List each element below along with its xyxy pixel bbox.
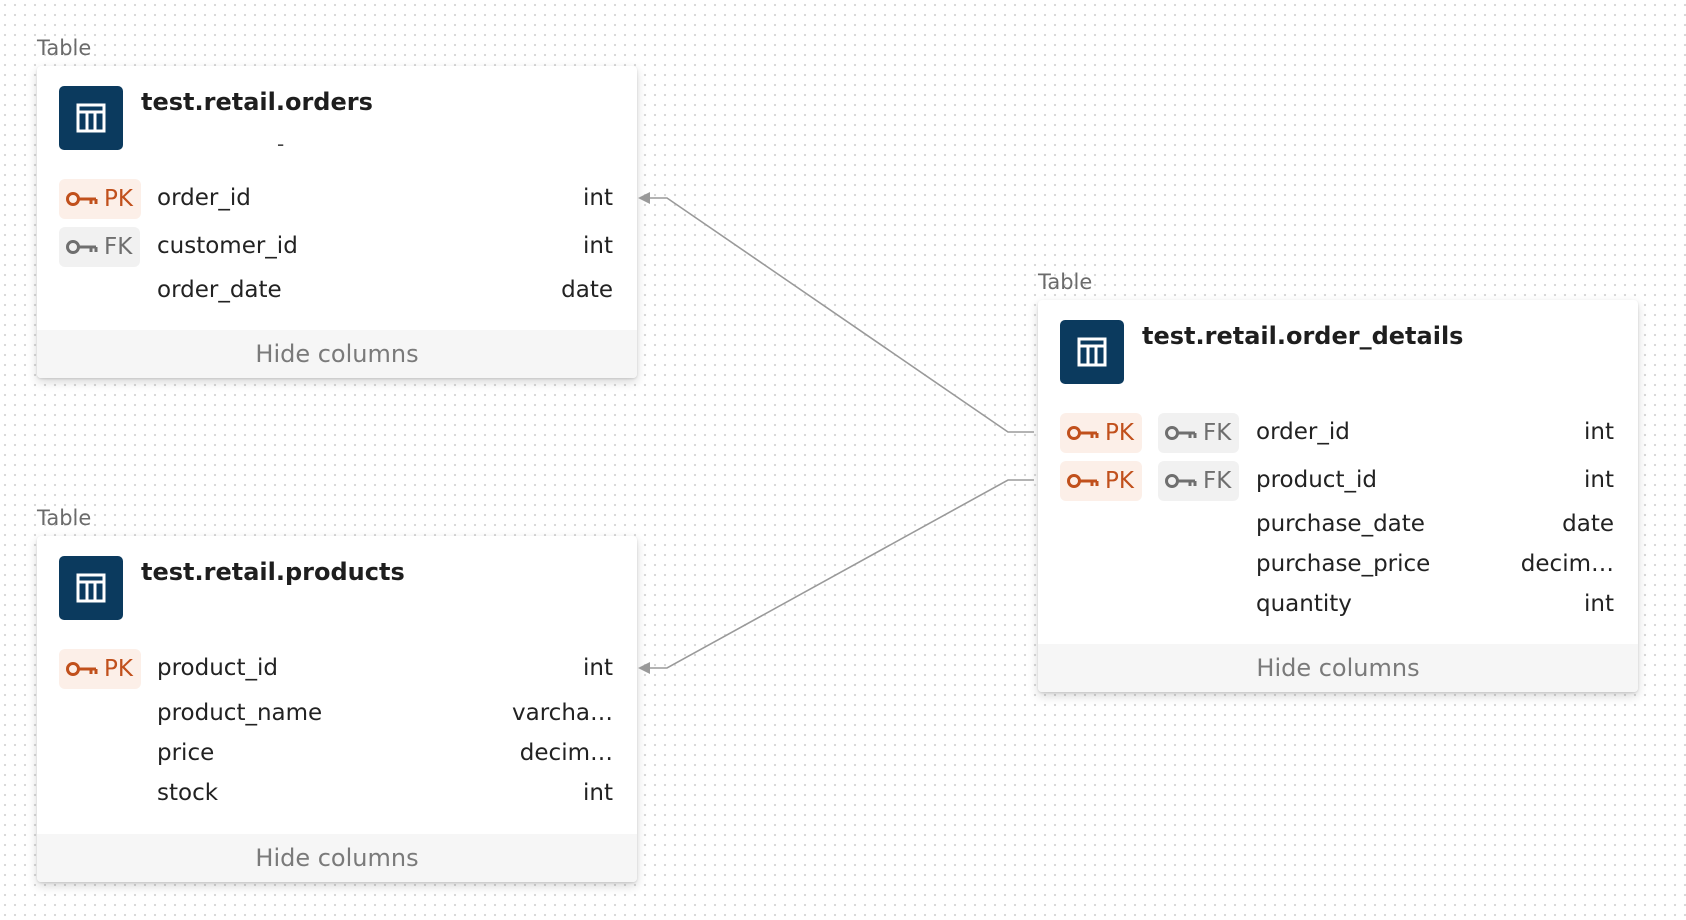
table-name[interactable]: test.retail.orders [141,88,373,116]
column-row[interactable]: quantity int [1038,582,1638,626]
column-type: int [1584,419,1614,445]
key-icon [1165,426,1197,440]
column-row[interactable]: FK customer_id int [37,224,637,268]
column-type: date [1562,511,1614,537]
column-name: order_date [157,277,282,303]
relationship-edge[interactable] [647,479,1034,669]
foreign-key-badge: FK [1158,413,1240,453]
column-row[interactable]: PK FK product_id int [1038,458,1638,502]
primary-key-badge: PK [1060,413,1142,453]
fk-label: FK [104,234,133,260]
column-name: product_id [1256,467,1377,493]
column-name: customer_id [157,233,298,259]
node-kind-label: Table [37,506,92,530]
primary-key-badge: PK [1060,461,1142,501]
table-name[interactable]: test.retail.order_details [1142,322,1464,350]
table-card-header: test.retail.orders - [37,66,637,176]
key-icon [66,192,98,206]
column-name: product_id [157,655,278,681]
primary-key-badge: PK [59,649,141,689]
column-type: int [1584,591,1614,617]
column-name: quantity [1256,591,1352,617]
pk-label: PK [104,656,133,682]
relationship-edge[interactable] [647,197,1034,433]
primary-key-badge: PK [59,179,141,219]
pk-label: PK [104,186,133,212]
column-type: decim… [1520,551,1614,577]
column-name: purchase_date [1256,511,1425,537]
table-description: - [277,132,285,156]
column-type: int [1584,467,1614,493]
column-type: int [583,233,613,259]
node-kind-label: Table [37,36,92,60]
key-icon [66,240,98,254]
column-row[interactable]: order_date date [37,268,637,312]
pk-label: PK [1105,468,1134,494]
foreign-key-badge: FK [1158,461,1240,501]
column-row[interactable]: PK product_id int [37,646,637,690]
column-row[interactable]: stock int [37,771,637,815]
column-name: order_id [157,185,251,211]
column-name: order_id [1256,419,1350,445]
table-grid-icon [59,86,123,150]
table-grid-icon [1060,320,1124,384]
column-name: price [157,740,215,766]
hide-columns-button[interactable]: Hide columns [37,330,637,378]
column-type: date [561,277,613,303]
edge-arrowhead [638,662,650,674]
column-row[interactable]: PK order_id int [37,176,637,220]
column-row[interactable]: purchase_date date [1038,502,1638,546]
column-name: purchase_price [1256,551,1431,577]
foreign-key-badge: FK [59,227,141,267]
key-icon [1165,474,1197,488]
column-type: int [583,655,613,681]
table-grid-icon [59,556,123,620]
edge-arrowhead [638,192,650,204]
column-row[interactable]: purchase_price decim… [1038,542,1638,586]
column-type: varcha… [512,700,613,726]
pk-label: PK [1105,420,1134,446]
table-card-header: test.retail.products [37,536,637,646]
node-kind-label: Table [1038,270,1093,294]
key-icon [66,662,98,676]
fk-label: FK [1203,420,1232,446]
table-card-header: test.retail.order_details [1038,300,1638,410]
column-type: int [583,185,613,211]
column-row[interactable]: PK FK order_id int [1038,410,1638,454]
fk-label: FK [1203,468,1232,494]
table-name[interactable]: test.retail.products [141,558,405,586]
column-row[interactable]: price decim… [37,731,637,775]
hide-columns-button[interactable]: Hide columns [1038,644,1638,692]
key-icon [1067,426,1099,440]
column-name: stock [157,780,219,806]
key-icon [1067,474,1099,488]
column-type: decim… [519,740,613,766]
column-type: int [583,780,613,806]
hide-columns-button[interactable]: Hide columns [37,834,637,882]
column-row[interactable]: product_name varcha… [37,691,637,735]
column-name: product_name [157,700,323,726]
